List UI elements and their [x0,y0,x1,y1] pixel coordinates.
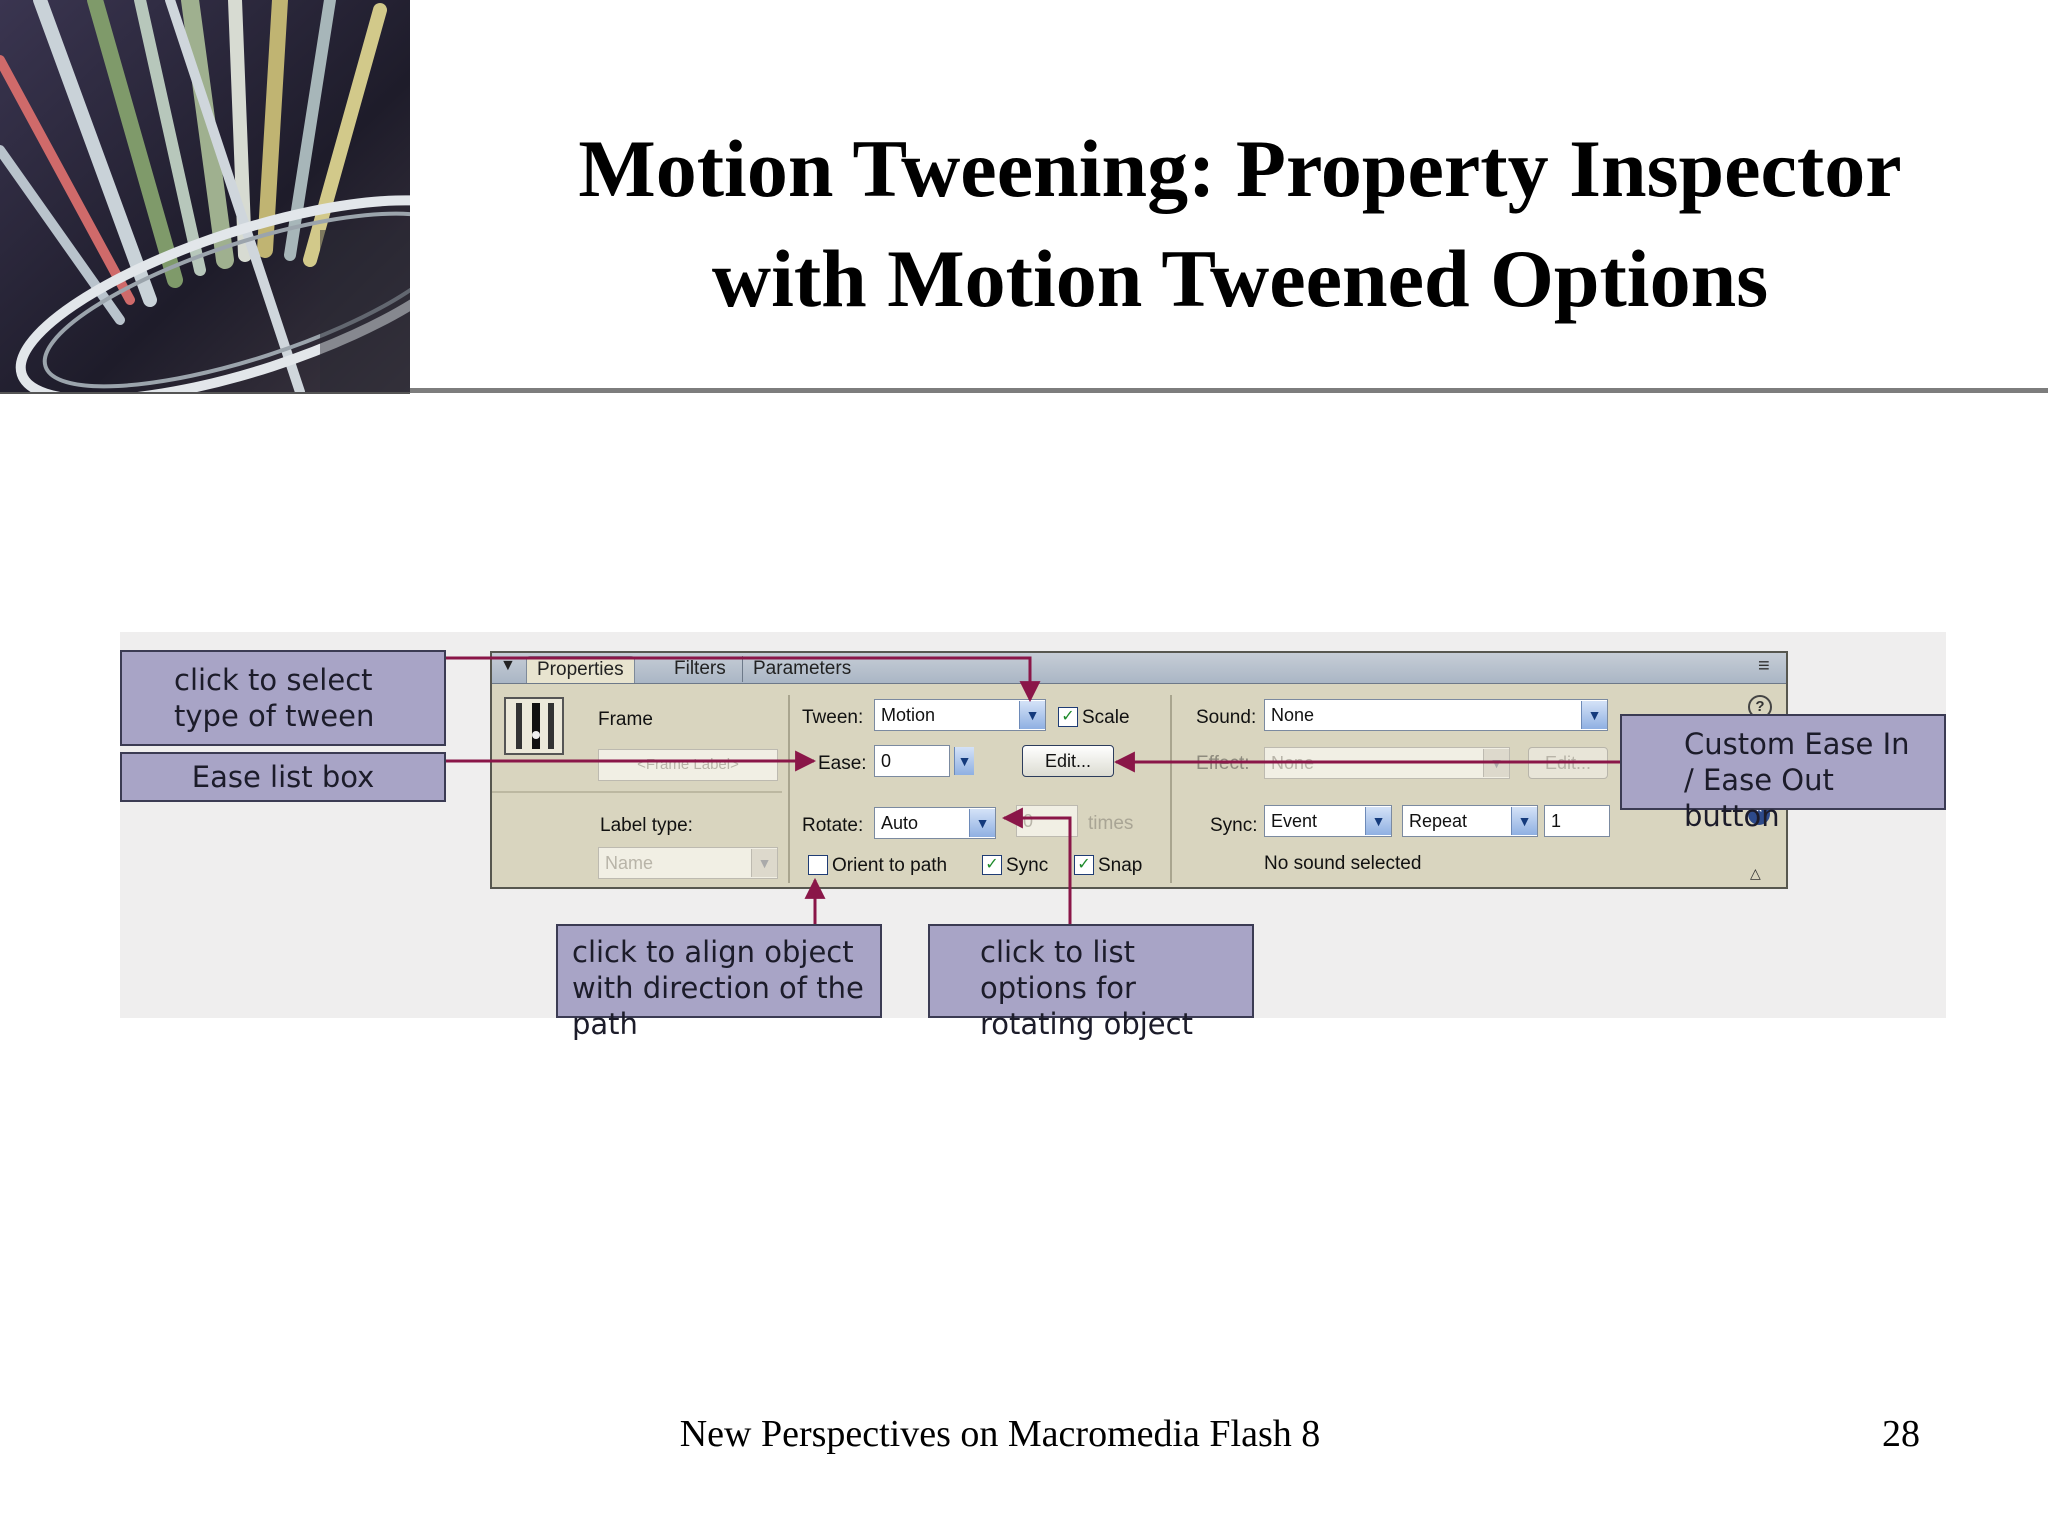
frame-label-input[interactable]: <Frame Label> [598,749,778,781]
ease-label: Ease: [818,753,867,774]
chevron-down-icon[interactable]: ▼ [751,849,777,877]
sound-dropdown-icon[interactable]: ▼ [1581,701,1607,729]
sound-label: Sound: [1196,707,1257,728]
sync-value: Event [1271,811,1318,831]
rotate-dropdown-icon[interactable]: ▼ [969,809,995,837]
sync-dropdown-icon[interactable]: ▼ [1365,807,1391,835]
photo-bottom-edge [0,392,410,394]
snap-checkbox[interactable]: ✓ [1074,855,1094,875]
left-divider [492,791,782,793]
repeat-count-input[interactable]: 1 [1544,805,1610,837]
slide-title-line-1: Motion Tweening: Property Inspector [578,123,1902,214]
tween-dropdown-icon[interactable]: ▼ [1019,701,1045,729]
tab-properties[interactable]: Properties [526,656,635,683]
repeat-dropdown-icon[interactable]: ▼ [1511,807,1537,835]
column-divider-1 [788,695,790,883]
collapse-panel-icon[interactable]: △ [1750,865,1761,881]
label-type-label: Label type: [600,815,693,836]
callout-rotate-options: click to list options for rotating objec… [928,924,1254,1041]
ease-dropdown-icon[interactable]: ▼ [954,747,974,775]
ease-value: 0 [881,751,892,771]
footer-text: New Perspectives on Macromedia Flash 8 [679,1413,1321,1455]
tab-parameters[interactable]: Parameters [742,656,861,682]
callout-rotate-options-text: click to list options for rotating objec… [980,935,1193,1041]
sound-value: None [1271,705,1315,725]
orient-to-path-label: Orient to path [832,855,948,876]
rotate-value: Auto [881,813,919,833]
tab-filters[interactable]: Filters [674,658,726,679]
slide-title-line-2: with Motion Tweened Options [711,233,1769,324]
effect-edit-button[interactable]: Edit... [1528,747,1608,779]
effect-label: Effect: [1196,753,1250,774]
effect-select[interactable]: None [1264,747,1510,779]
collapse-triangle-icon[interactable]: ▼ [500,657,516,674]
callout-ease-list: Ease list box [120,752,446,802]
callout-align-path-text: click to align object with direction of … [572,935,864,1041]
callout-ease-list-text: Ease list box [191,760,375,794]
label-type-value: Name [605,853,654,873]
sound-status-text: No sound selected [1264,853,1422,874]
label-type-select[interactable]: Name [598,847,778,879]
sync-checkbox-label: Sync [1006,855,1049,876]
custom-ease-edit-button[interactable]: Edit... [1022,745,1114,777]
frame-label: Frame [598,709,653,730]
sync-checkbox[interactable]: ✓ [982,855,1002,875]
column-divider-2 [1170,695,1172,883]
header-photo [0,0,410,392]
callout-align-path: click to align object with direction of … [556,924,882,1041]
options-menu-icon[interactable]: ≡ [1758,655,1770,677]
snap-label: Snap [1098,855,1143,876]
callout-select-tween-text: click to select type of tween [174,663,375,733]
times-label: times [1088,813,1134,834]
rotate-label: Rotate: [802,815,864,836]
ease-input[interactable]: 0 [874,745,950,777]
help-icon-glyph: ? [1755,698,1765,715]
frame-icon [504,697,564,755]
effect-dropdown-icon[interactable]: ▼ [1483,749,1509,777]
sound-select[interactable]: None [1264,699,1608,731]
repeat-value: Repeat [1409,811,1468,831]
tween-label: Tween: [802,707,864,728]
inspector-tab-bar: ▼ Properties Filters Parameters ≡ [492,653,1786,684]
orient-to-path-checkbox[interactable] [808,855,828,875]
rotate-times-input[interactable]: 0 [1016,805,1078,837]
callout-custom-ease: Custom Ease In / Ease Out button [1620,714,1946,833]
property-inspector: ▼ Properties Filters Parameters ≡ Frame … [490,651,1788,889]
page-number: 28 [1882,1413,1920,1455]
effect-value: None [1271,753,1315,773]
scale-checkbox[interactable]: ✓ [1058,707,1078,727]
sync-label: Sync: [1210,815,1258,836]
header-divider [410,388,2048,393]
tween-value: Motion [881,705,936,725]
callout-select-tween: click to select type of tween [120,650,446,746]
callout-custom-ease-text: Custom Ease In / Ease Out button [1684,727,1910,833]
scale-label: Scale [1082,707,1130,728]
